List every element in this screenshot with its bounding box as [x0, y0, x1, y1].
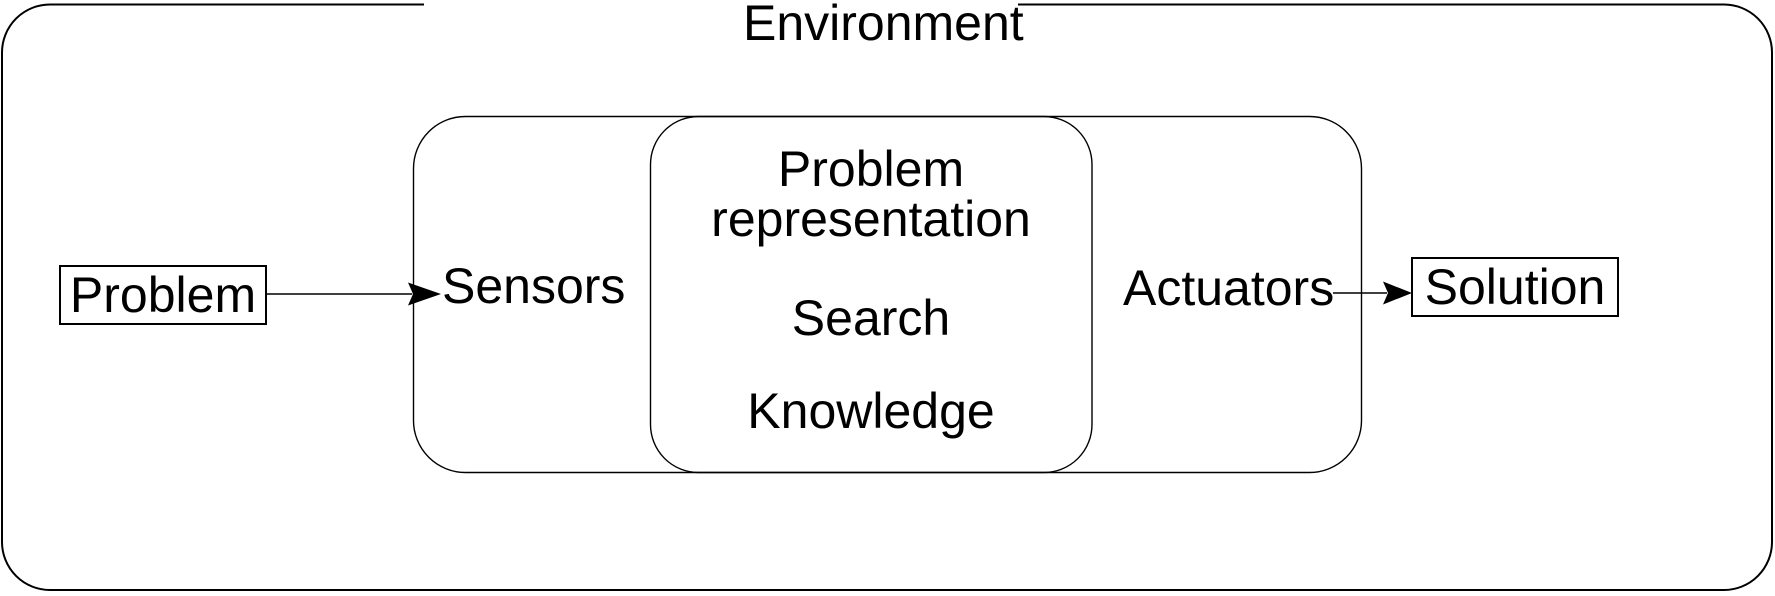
- problem-box-label: Problem: [69, 267, 257, 323]
- core-border: [649, 115, 1093, 474]
- knowledge-label: Knowledge: [747, 383, 995, 439]
- arrow-problem-to-sensors: [267, 282, 441, 306]
- problem-representation-line2: representation: [711, 191, 1031, 247]
- problem-box: Problem: [59, 265, 267, 325]
- solution-box-label: Solution: [1424, 259, 1606, 315]
- actuators-label: Actuators: [1123, 260, 1335, 316]
- problem-representation-line1: Problem: [777, 141, 965, 197]
- problem-representation-label: Problem representation: [650, 144, 1092, 244]
- environment-label: Environment: [743, 0, 1024, 51]
- arrow-actuators-to-solution: [1333, 281, 1412, 305]
- sensors-label: Sensors: [442, 258, 626, 314]
- environment-label-border-gap: [424, 0, 1018, 11]
- solution-box: Solution: [1411, 257, 1619, 317]
- search-label: Search: [791, 290, 951, 346]
- arrow-actuators-to-solution-head: [1383, 281, 1412, 305]
- arrow-problem-to-sensors-head: [408, 282, 441, 306]
